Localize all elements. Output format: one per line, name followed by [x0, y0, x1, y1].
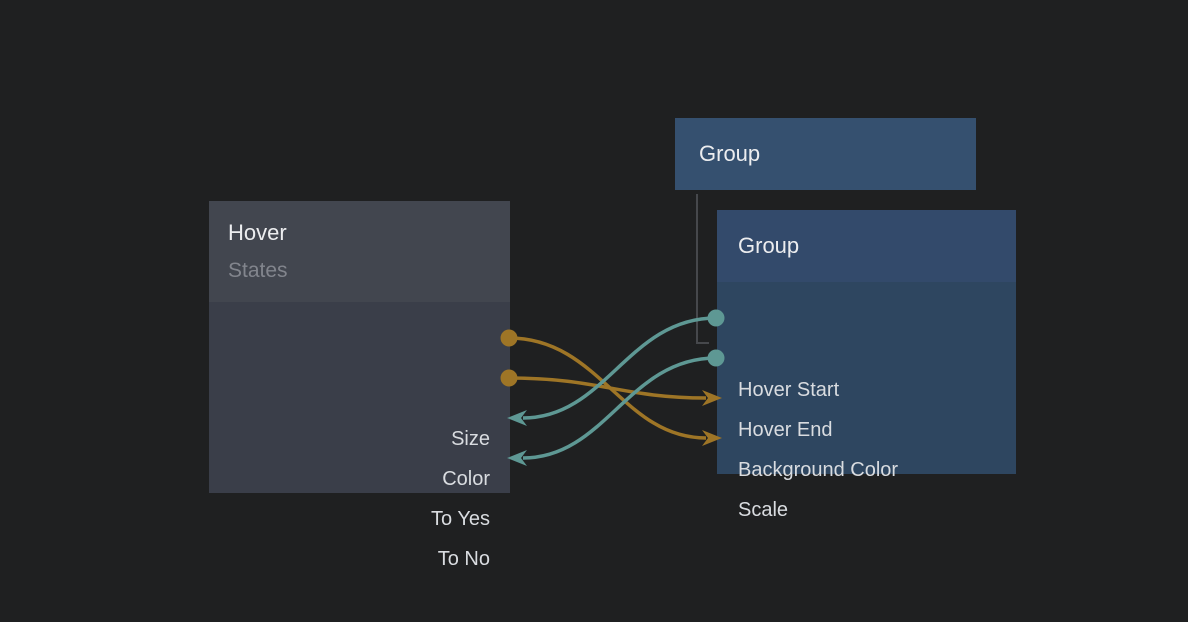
node-group-parent[interactable]: Group [675, 118, 976, 190]
port-size[interactable]: Size [209, 426, 510, 452]
node-group-parent-title: Group [699, 141, 761, 166]
node-hover-body: Size Color To Yes To No [209, 302, 510, 570]
port-color-label: Color [442, 468, 490, 490]
node-group-body: Hover Start Hover End Background Color S… [717, 282, 1016, 521]
arrowhead-to-yes-icon [507, 410, 527, 426]
wire-color-to-background-color[interactable] [508, 376, 707, 400]
port-to-no-label: To No [437, 548, 490, 570]
node-hover-header[interactable]: Hover States [209, 201, 510, 302]
node-group-title: Group [738, 233, 800, 258]
port-to-no[interactable]: To No [209, 546, 510, 572]
port-color[interactable]: Color [209, 466, 510, 492]
arrowhead-to-no-icon [507, 450, 527, 466]
node-group[interactable]: Group Hover Start Hover End Background C… [717, 210, 1016, 521]
wire-size-to-scale[interactable] [508, 336, 707, 440]
wire-hover-start-to-to-yes[interactable] [522, 316, 717, 420]
port-scale-label: Scale [738, 499, 789, 521]
port-background-color[interactable]: Background Color [717, 457, 1016, 483]
port-hover-start[interactable]: Hover Start [717, 377, 1016, 403]
port-to-yes-label: To Yes [431, 508, 490, 530]
group-hierarchy-link [696, 194, 709, 344]
port-hover-start-label: Hover Start [738, 379, 840, 401]
node-hover-title: Hover [228, 220, 287, 245]
port-background-color-label: Background Color [738, 459, 899, 481]
node-group-header[interactable]: Group [717, 210, 1016, 282]
port-hover-end[interactable]: Hover End [717, 417, 1016, 443]
node-hover-states[interactable]: Hover States Size Color To Yes To No [209, 201, 510, 570]
port-hover-end-label: Hover End [738, 419, 833, 441]
node-hover-subtitle: States [228, 259, 288, 282]
wire-hover-end-to-to-no[interactable] [522, 356, 717, 460]
port-size-label: Size [451, 428, 490, 450]
port-scale[interactable]: Scale [717, 497, 1016, 523]
port-to-yes[interactable]: To Yes [209, 506, 510, 532]
